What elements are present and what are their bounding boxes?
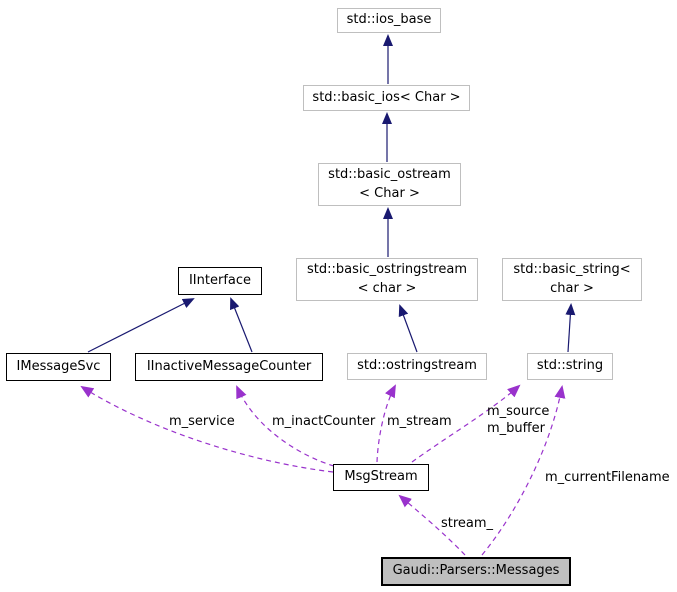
edge-label-m-service: m_service [169, 414, 235, 429]
edge-label-m-source-m-buffer: m_source m_buffer [487, 404, 550, 436]
edge-label-m-inactcounter: m_inactCounter [272, 414, 376, 429]
edge-msgstream-to-iinactivemessagecounter [236, 385, 335, 467]
node-std-ios-base: std::ios_base [337, 8, 441, 33]
node-iinterface[interactable]: IInterface [178, 267, 262, 295]
edge-msgstream-to-string [411, 384, 521, 463]
edge-msgstream-to-ostringstream [376, 384, 396, 463]
edge-iinactivemessagecounter-to-iinterface [230, 297, 253, 353]
edge-imessagesvc-to-iinterface [87, 298, 195, 353]
node-std-basic-ostringstream: std::basic_ostringstream < char > [296, 258, 478, 301]
edge-msgstream-to-imessagesvc [80, 385, 334, 473]
node-std-basic-ostream: std::basic_ostream < Char > [318, 163, 461, 206]
edge-string-to-basicstring [565, 303, 576, 353]
edge-label-m-stream: m_stream [387, 414, 452, 429]
node-imessagesvc[interactable]: IMessageSvc [6, 353, 111, 381]
edge-label-stream: stream_ [441, 516, 494, 531]
node-gaudi-parsers-messages: Gaudi::Parsers::Messages [381, 557, 571, 586]
node-std-string: std::string [527, 353, 613, 380]
edge-ostringstream-to-basicostringstream [398, 304, 418, 353]
node-std-basic-ios: std::basic_ios< Char > [303, 85, 470, 111]
node-std-basic-string: std::basic_string< char > [502, 258, 642, 301]
edge-messages-to-string [481, 385, 566, 556]
node-msgstream[interactable]: MsgStream [333, 464, 429, 491]
node-iinactivemessagecounter[interactable]: IInactiveMessageCounter [135, 353, 323, 381]
node-std-ostringstream: std::ostringstream [347, 353, 487, 380]
edge-label-m-currentfilename: m_currentFilename [545, 470, 670, 485]
